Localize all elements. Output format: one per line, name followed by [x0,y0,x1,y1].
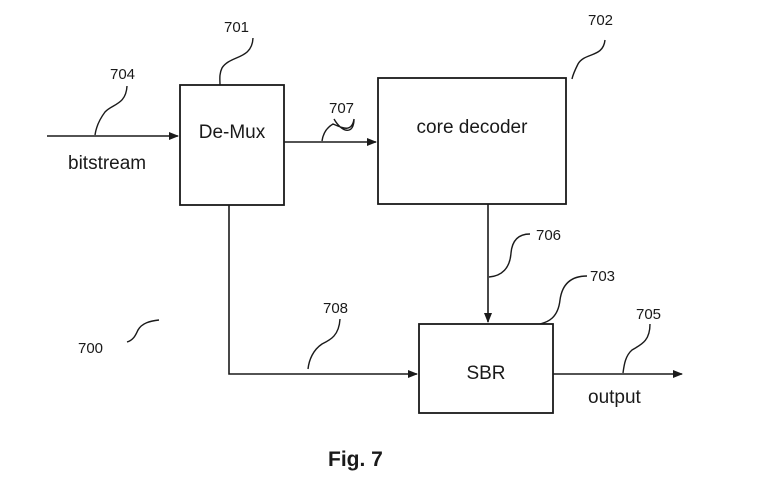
sbr-block: SBR [419,324,553,413]
leader-702 [572,40,605,79]
leader-701 [220,38,253,85]
bitstream-label: bitstream [68,153,146,174]
ref-704: 704 [110,66,135,83]
ref-708: 708 [323,300,348,317]
ref-701: 701 [224,19,249,36]
leader-705 [623,324,650,373]
figure-caption: Fig. 7 [328,448,383,471]
leader-707 [322,119,354,141]
leader-704 [95,86,127,135]
demux-block: De-Mux [180,85,284,205]
demux-to-sbr-arrow [229,205,417,374]
leader-700 [127,320,159,342]
ref-706: 706 [536,227,561,244]
ref-703: 703 [590,268,615,285]
output-label: output [588,387,642,408]
leader-706 [489,234,530,277]
leader-708 [308,319,340,369]
ref-702: 702 [588,12,613,29]
core-decoder-label: core decoder [417,117,529,138]
demux-box [180,85,284,205]
ref-707: 707 [329,100,354,117]
ref-705: 705 [636,306,661,323]
core-decoder-block: core decoder [378,78,566,204]
sbr-label: SBR [466,363,505,384]
demux-label: De-Mux [199,122,266,143]
ref-700: 700 [78,340,103,357]
core-decoder-box [378,78,566,204]
leader-703 [540,276,587,324]
